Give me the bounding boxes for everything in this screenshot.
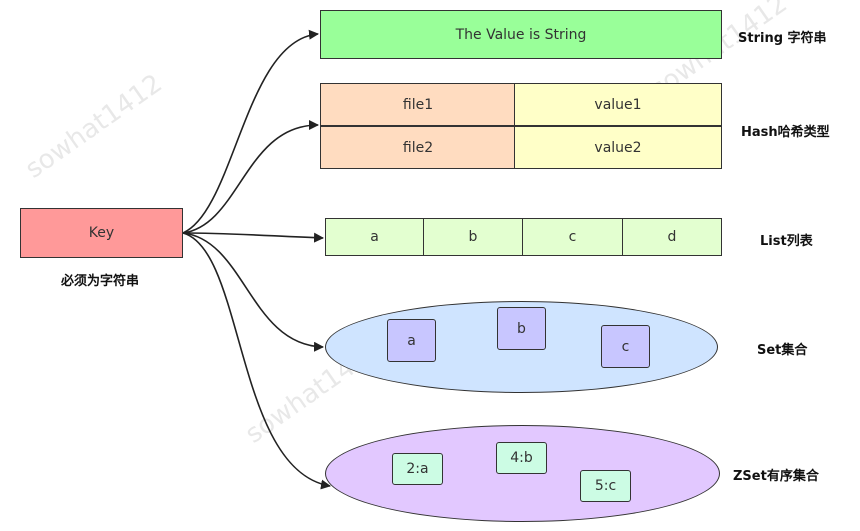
set-item: b [497,307,546,350]
zset-item: 4:b [496,442,547,474]
set-type-label: Set集合 [757,343,808,358]
string-value-box: The Value is String [320,10,722,59]
list-item: b [423,218,523,256]
arrow-to-list [182,232,324,243]
string-type-label: String 字符串 [738,31,827,46]
arrow-to-zset [182,232,331,490]
arrow-to-hash [182,120,319,234]
arrow-to-string [182,29,319,234]
list-item: a [325,218,424,256]
hash-value-cell: value2 [514,126,722,169]
zset-item: 2:a [392,453,443,485]
list-item: d [622,218,722,256]
zset-item: 5:c [580,470,631,502]
key-caption: 必须为字符串 [60,274,139,289]
hash-field-cell: file1 [320,83,516,126]
set-item: c [601,325,650,368]
list-type-label: List列表 [760,234,813,249]
zset-type-label: ZSet有序集合 [733,469,819,484]
hash-field-cell: file2 [320,126,516,169]
hash-value-cell: value1 [514,83,722,126]
hash-type-label: Hash哈希类型 [741,125,830,140]
key-node: Key [20,208,183,258]
set-item: a [387,319,436,362]
arrow-to-set [182,232,324,352]
list-item: c [522,218,623,256]
